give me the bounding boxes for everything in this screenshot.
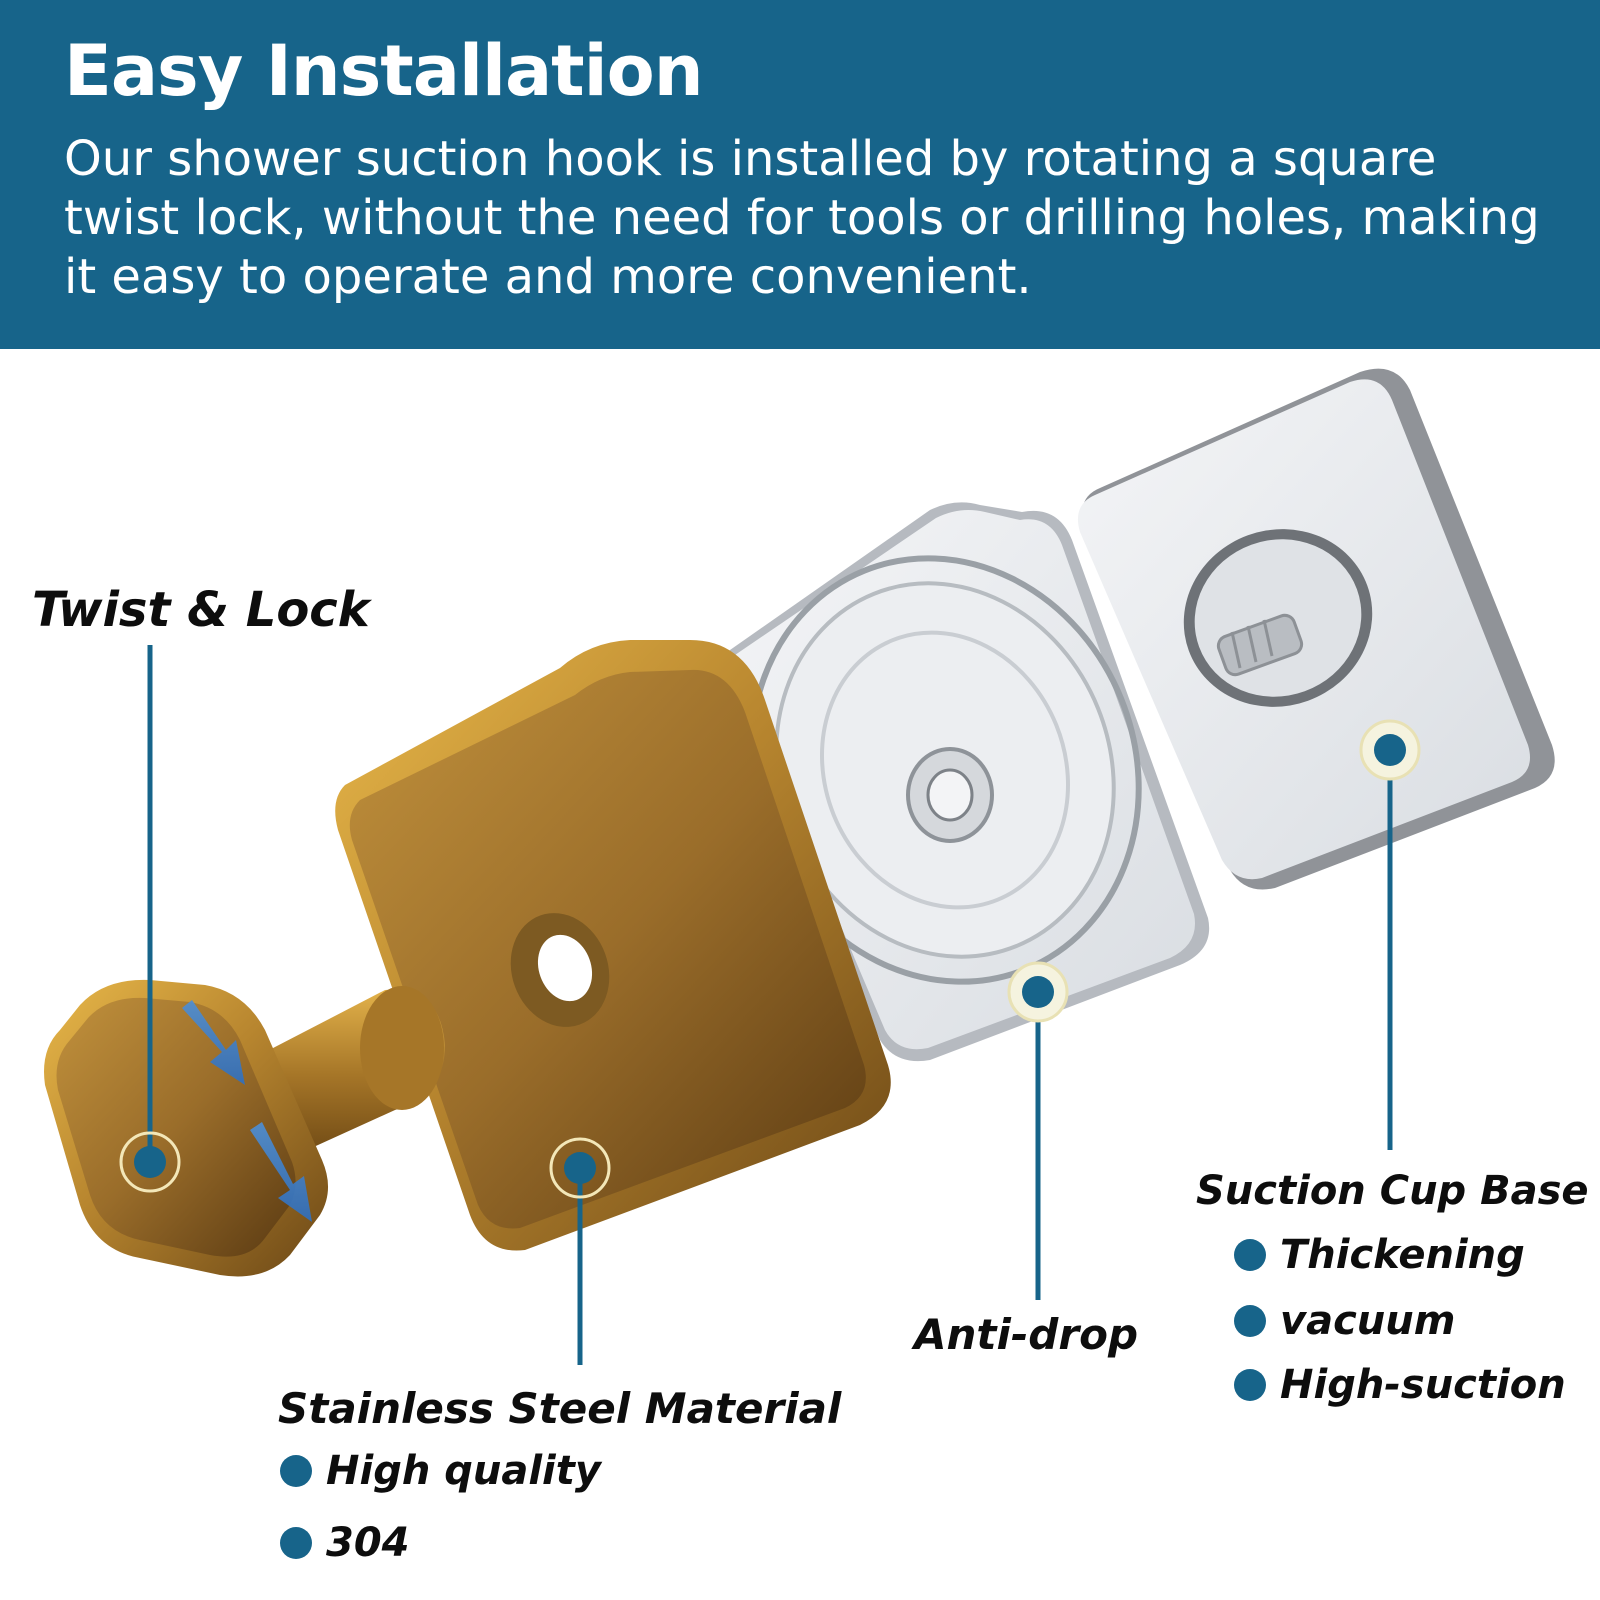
anti-drop-cup <box>725 502 1210 1062</box>
anti-drop-label: Anti-drop <box>914 1310 1139 1359</box>
feature-label: High-suction <box>1280 1362 1566 1408</box>
suction-feature-thickening: Thickening <box>1234 1232 1525 1278</box>
bullet-icon <box>280 1455 312 1487</box>
suction-feature-vacuum: vacuum <box>1234 1298 1455 1344</box>
callout-dot-icon <box>119 719 1421 1199</box>
bullet-icon <box>1234 1369 1266 1401</box>
suction-feature-high-suction: High-suction <box>1234 1362 1566 1408</box>
bullet-icon <box>280 1527 312 1559</box>
twist-lock-label: Twist & Lock <box>32 582 370 638</box>
bullet-icon <box>1234 1239 1266 1271</box>
stainless-steel-plate <box>335 640 891 1251</box>
stainless-feature-304: 304 <box>280 1520 410 1566</box>
feature-label: Thickening <box>1280 1232 1525 1278</box>
header-banner: Easy Installation Our shower suction hoo… <box>0 0 1600 349</box>
page-title: Easy Installation <box>64 30 704 112</box>
stainless-steel-label: Stainless Steel Material <box>278 1384 842 1433</box>
suction-cup-base-label: Suction Cup Base <box>1196 1168 1589 1214</box>
feature-label: vacuum <box>1280 1298 1456 1344</box>
twist-lock-knob <box>44 979 329 1277</box>
feature-label: High quality <box>326 1448 601 1494</box>
feature-label: 304 <box>326 1520 410 1566</box>
bullet-icon <box>1234 1305 1266 1337</box>
stainless-feature-high-quality: High quality <box>280 1448 601 1494</box>
double-down-arrow-icon <box>182 1000 312 1222</box>
page-description: Our shower suction hook is installed by … <box>64 131 1540 305</box>
